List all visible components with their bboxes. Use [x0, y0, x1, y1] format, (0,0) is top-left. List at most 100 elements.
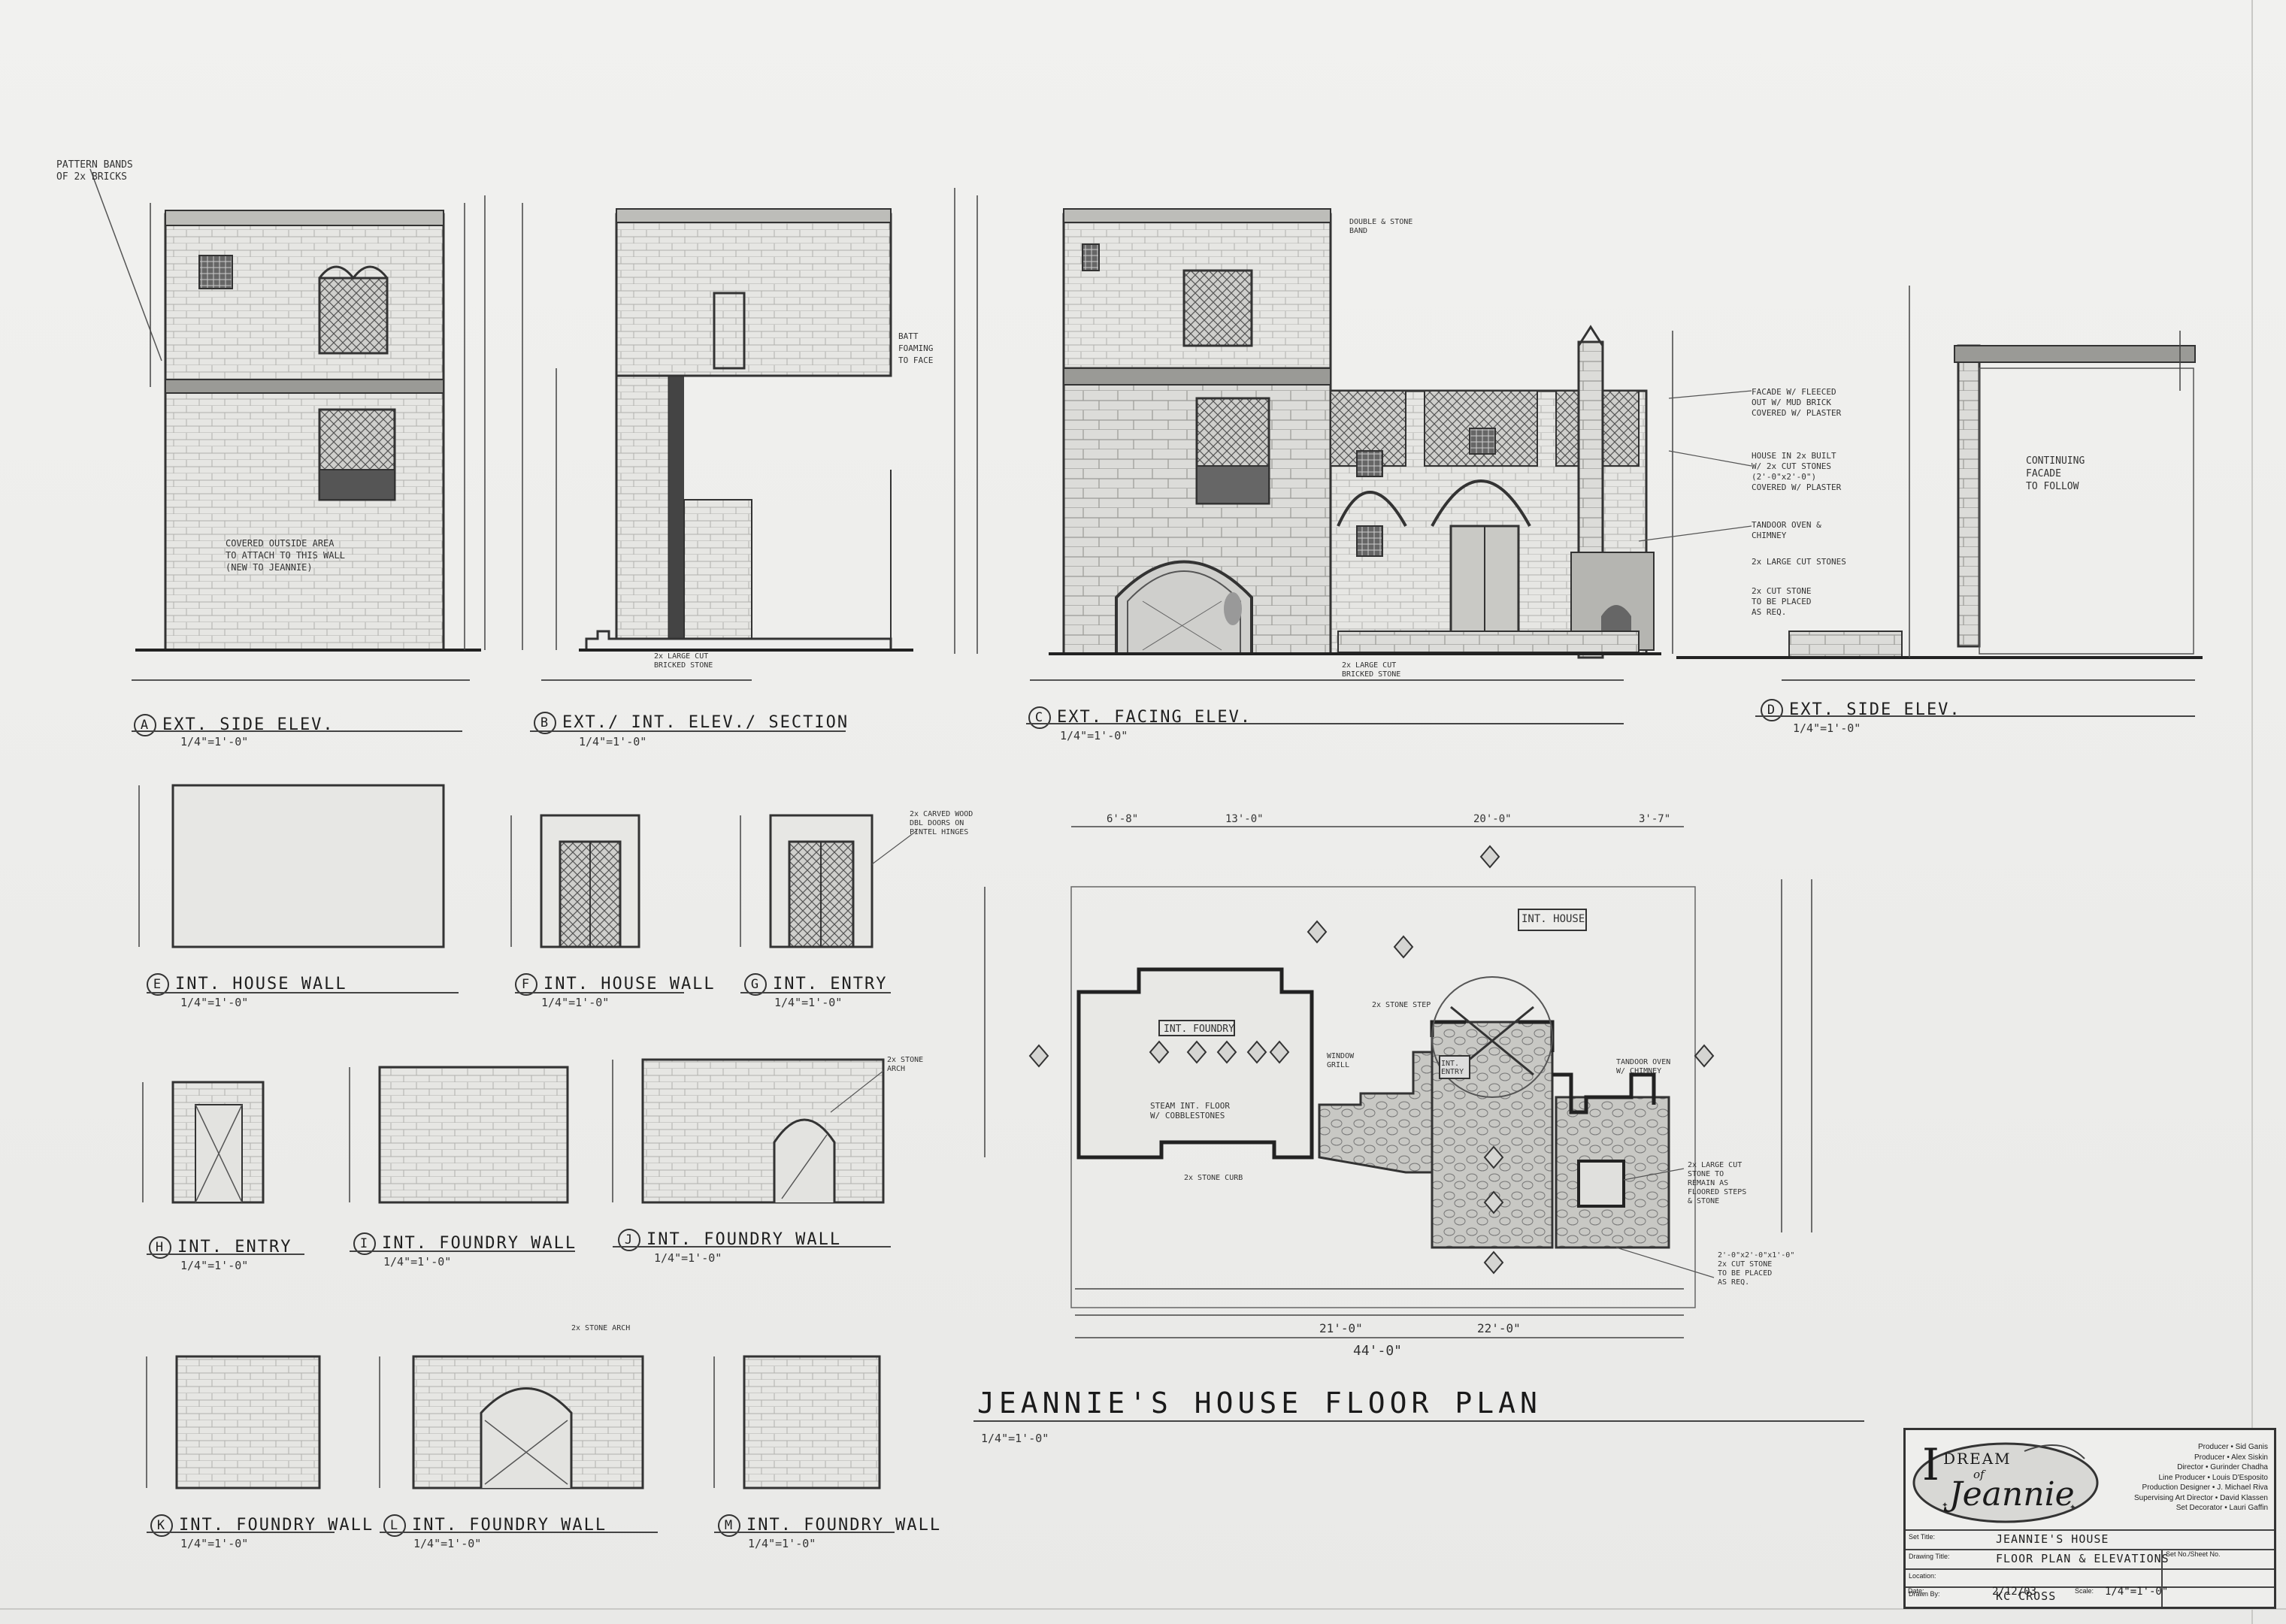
floor-plan-title: JEANNIE'S HOUSE FLOOR PLAN [977, 1387, 1542, 1420]
credit-line: Supervising Art Director • David Klassen [2133, 1493, 2268, 1502]
elevation-a [89, 168, 486, 681]
set-title-value: JEANNIE'S HOUSE [1996, 1532, 2109, 1546]
row-drawn-by: Drawn By: KC CROSS [1906, 1586, 2274, 1607]
underline-m [714, 1532, 895, 1533]
underline-h [147, 1254, 304, 1255]
date-value: 2/12/03 [1992, 1586, 2037, 1598]
logo-graphic: ✦ ✦ [1912, 1442, 2099, 1523]
note-plan-window: WINDOW GRILL [1327, 1052, 1355, 1069]
floor-plan-scale: 1/4"=1'-0" [981, 1432, 1049, 1445]
credit-line: Producer • Sid Ganis [2198, 1443, 2268, 1451]
svg-text:✦: ✦ [2070, 1501, 2076, 1513]
credit-line: Director • Gurinder Chadha [2177, 1463, 2268, 1471]
note-carved-doors: 2x CARVED WOOD DBL DOORS ON PINTEL HINGE… [910, 810, 973, 836]
underline-l [380, 1532, 658, 1533]
plan-dim-top-3: 20'-0" [1473, 813, 1512, 825]
row-location: Location: [1906, 1568, 2274, 1589]
credit-line: Producer • Alex Siskin [2194, 1453, 2268, 1462]
underline-b [530, 730, 846, 732]
scale-elevation-a: 1/4"=1'-0" [180, 735, 249, 748]
logo-dream: DREAM [1943, 1450, 2012, 1468]
scale-wall-e: 1/4"=1'-0" [180, 996, 249, 1009]
svg-text:✦: ✦ [1942, 1498, 1948, 1511]
logo-jeannie: Jeannie [1949, 1475, 2075, 1514]
plan-dim-22: 22'-0" [1477, 1321, 1521, 1335]
note-stone-arch-l: 2x STONE ARCH [571, 1324, 631, 1332]
note-stone-arch-j: 2x STONE ARCH [887, 1056, 924, 1073]
interior-walls-row-2 [142, 1058, 885, 1204]
underline-d [1755, 715, 2195, 717]
drawing-title-value: FLOOR PLAN & ELEVATIONS [1996, 1552, 2169, 1565]
plan-dim-overall: 44'-0" [1353, 1343, 1403, 1359]
note-stone-band: DOUBLE & STONE BAND [1349, 218, 1413, 235]
note-tandoor: TANDOOR OVEN & CHIMNEY [1752, 520, 1821, 540]
scale-wall-k: 1/4"=1'-0" [180, 1537, 249, 1550]
underline-g [740, 992, 891, 993]
floor-plan [984, 826, 1812, 1338]
note-covered-area: COVERED OUTSIDE AREA TO ATTACH TO THIS W… [226, 538, 345, 573]
credits-list: Producer • Sid Ganis Producer • Alex Sis… [2103, 1442, 2268, 1514]
note-plan-cut: 2'-0"x2'-0"x1'-0" 2x CUT STONE TO BE PLA… [1718, 1251, 1795, 1287]
room-int-house: INT. HOUSE [1521, 913, 1585, 925]
row-drawing-title: Drawing Title: FLOOR PLAN & ELEVATIONS [1906, 1549, 2274, 1570]
scale-label: Scale: [2075, 1587, 2094, 1595]
plan-dim-top-2: 13'-0" [1225, 813, 1264, 825]
sheet-no-label: Set No./Sheet No. [2166, 1550, 2221, 1558]
plan-dim-21: 21'-0" [1319, 1321, 1363, 1335]
scale-elevation-b: 1/4"=1'-0" [579, 735, 647, 748]
scale-wall-i: 1/4"=1'-0" [383, 1255, 452, 1269]
scale-value: 1/4"=1'-0" [2105, 1586, 2169, 1598]
note-continuing-facade: CONTINUING FACADE TO FOLLOW [2026, 455, 2085, 492]
credit-line: Set Decorator • Lauri Gaffin [2175, 1504, 2268, 1512]
scale-wall-l: 1/4"=1'-0" [413, 1537, 482, 1550]
title-block: ✦ ✦ I DREAM of Jeannie Producer • Sid Ga… [1903, 1428, 2276, 1609]
logo-i: I [1922, 1439, 1939, 1490]
underline-j [613, 1246, 891, 1247]
note-pattern-bands: PATTERN BANDS OF 2x BRICKS [56, 159, 133, 183]
note-large-stones: 2x LARGE CUT STONES [1752, 557, 1846, 567]
interior-walls-row-3 [146, 1355, 881, 1489]
underline-e [147, 992, 459, 993]
note-plan-tandoor: TANDOOR OVEN W/ CHIMNEY [1616, 1058, 1671, 1075]
note-cut-stone: 2x CUT STONE TO BE PLACED AS REQ. [1752, 586, 1812, 617]
note-facade: FACADE W/ FLEECED OUT W/ MUD BRICK COVER… [1752, 387, 1842, 418]
location-label: Location: [1909, 1572, 1936, 1580]
underline-f [515, 992, 684, 993]
note-c-bottom: 2x LARGE CUT BRICKED STONE [1342, 661, 1401, 679]
drawn-by-label: Drawn By: [1909, 1590, 1940, 1598]
note-plan-foundry-floor: STEAM INT. FLOOR W/ COBBLESTONES [1150, 1101, 1230, 1120]
elevation-c [954, 188, 1752, 681]
room-int-foundry: INT. FOUNDRY [1164, 1024, 1234, 1035]
drawn-by-value: KC CROSS [1996, 1589, 2057, 1603]
elevation-d [1676, 286, 2203, 681]
credit-line: Line Producer • Louis D'Esposito [2158, 1473, 2269, 1482]
plan-dim-top-1: 6'-8" [1107, 813, 1139, 825]
scale-wall-g: 1/4"=1'-0" [774, 996, 843, 1009]
set-title-label: Set Title: [1909, 1533, 1936, 1541]
note-plan-curb: 2x STONE CURB [1184, 1174, 1243, 1182]
scale-wall-f: 1/4"=1'-0" [541, 996, 610, 1009]
plan-dim-top-4: 3'-7" [1639, 813, 1671, 825]
underline-a [132, 730, 462, 732]
note-house-built: HOUSE IN 2x BUILT W/ 2x CUT STONES (2'-0… [1752, 451, 1842, 492]
scale-wall-m: 1/4"=1'-0" [748, 1537, 816, 1550]
interior-walls-row-1 [138, 784, 918, 948]
underline-c [1026, 723, 1624, 724]
credit-line: Production Designer • J. Michael Riva [2142, 1483, 2268, 1492]
scale-elevation-d: 1/4"=1'-0" [1793, 721, 1861, 735]
drawing-title-label: Drawing Title: [1909, 1553, 1950, 1560]
note-plan-steps: 2x STONE STEP [1372, 1001, 1431, 1009]
date-label: Date: [1908, 1587, 1924, 1595]
